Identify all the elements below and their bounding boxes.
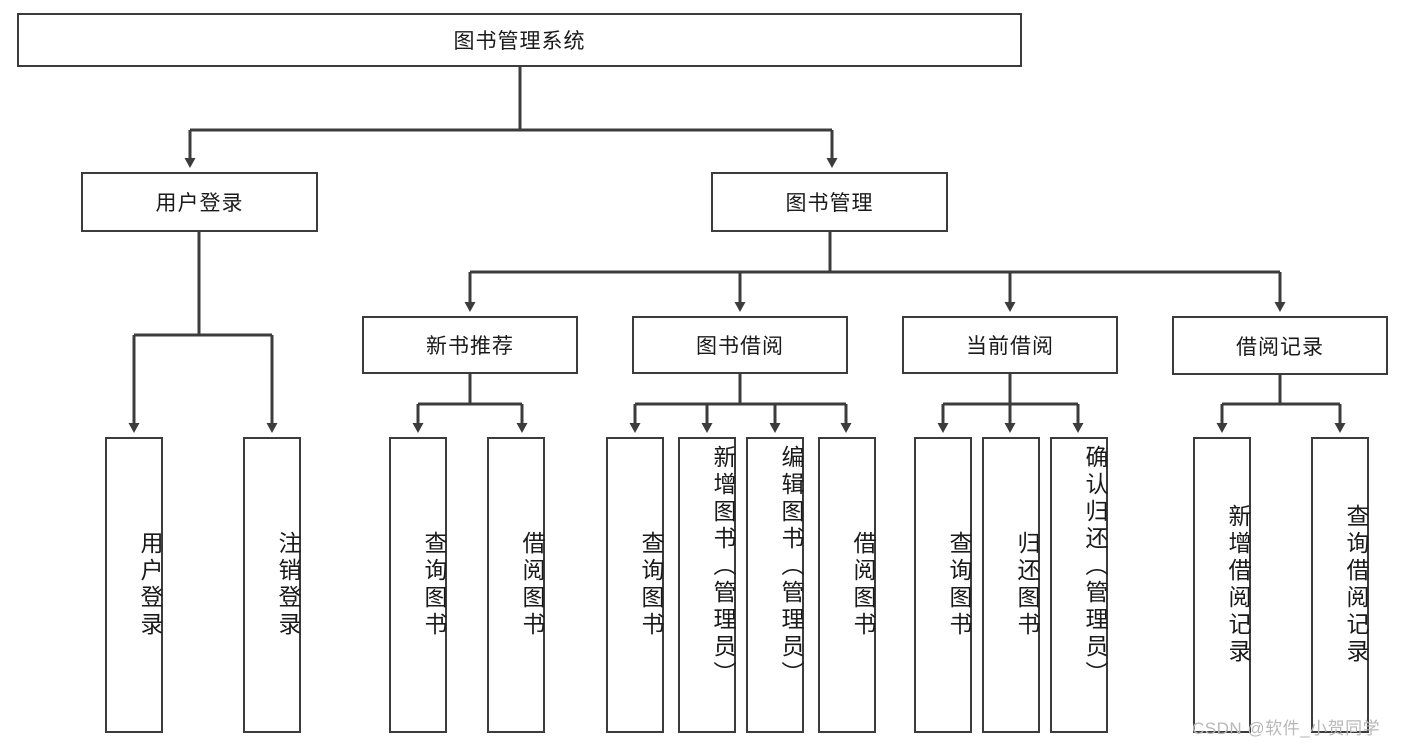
node-leaf-query-record[interactable]: 查询借阅记录: [1311, 437, 1369, 733]
node-book-manage-label: 图书管理: [785, 192, 874, 215]
node-new-book-rec-label: 新书推荐: [426, 335, 514, 358]
node-leaf-add-record[interactable]: 新增借阅记录: [1193, 437, 1251, 733]
node-book-borrow-label: 图书借阅: [696, 335, 784, 358]
node-leaf-query-book-2-label: 查询图书: [638, 531, 664, 639]
node-user-login[interactable]: 用户登录: [81, 172, 318, 232]
node-leaf-query-book-2[interactable]: 查询图书: [606, 437, 664, 733]
node-leaf-query-record-label: 查询借阅记录: [1343, 504, 1369, 666]
node-leaf-borrow-book-2[interactable]: 借阅图书: [818, 437, 876, 733]
node-current-borrow[interactable]: 当前借阅: [902, 316, 1118, 374]
node-current-borrow-label: 当前借阅: [966, 335, 1054, 358]
node-leaf-query-book-1[interactable]: 查询图书: [389, 437, 447, 733]
node-leaf-add-book[interactable]: 新增图书（管理员）: [678, 437, 736, 733]
node-book-manage[interactable]: 图书管理: [711, 172, 948, 232]
node-leaf-add-book-label: 新增图书（管理员）: [710, 445, 736, 688]
node-leaf-return-book[interactable]: 归还图书: [982, 437, 1040, 733]
node-leaf-query-book-1-label: 查询图书: [421, 531, 447, 639]
node-leaf-add-record-label: 新增借阅记录: [1225, 504, 1251, 666]
node-leaf-borrow-book-1[interactable]: 借阅图书: [487, 437, 545, 733]
node-borrow-record-label: 借阅记录: [1236, 335, 1324, 359]
watermark-text: CSDN @软件_小贺同学: [1192, 719, 1381, 738]
node-root-label: 图书管理系统: [453, 30, 586, 53]
node-new-book-rec[interactable]: 新书推荐: [362, 316, 578, 374]
node-borrow-record[interactable]: 借阅记录: [1172, 316, 1388, 375]
node-leaf-borrow-book-2-label: 借阅图书: [850, 531, 876, 639]
node-leaf-borrow-book-1-label: 借阅图书: [519, 531, 545, 639]
node-leaf-user-login-label: 用户登录: [137, 531, 163, 639]
node-leaf-logout-label: 注销登录: [275, 531, 301, 639]
node-leaf-logout[interactable]: 注销登录: [243, 437, 301, 733]
node-leaf-confirm-return-label: 确认归还（管理员）: [1082, 445, 1108, 688]
node-book-borrow[interactable]: 图书借阅: [632, 316, 848, 374]
node-root[interactable]: 图书管理系统: [17, 13, 1022, 67]
node-leaf-edit-book[interactable]: 编辑图书（管理员）: [746, 437, 804, 733]
node-leaf-confirm-return[interactable]: 确认归还（管理员）: [1050, 437, 1108, 733]
node-leaf-edit-book-label: 编辑图书（管理员）: [778, 445, 804, 688]
node-leaf-user-login[interactable]: 用户登录: [105, 437, 163, 733]
node-leaf-query-book-3[interactable]: 查询图书: [914, 437, 972, 733]
node-leaf-return-book-label: 归还图书: [1014, 531, 1040, 639]
node-leaf-query-book-3-label: 查询图书: [946, 531, 972, 639]
node-user-login-label: 用户登录: [155, 192, 244, 215]
